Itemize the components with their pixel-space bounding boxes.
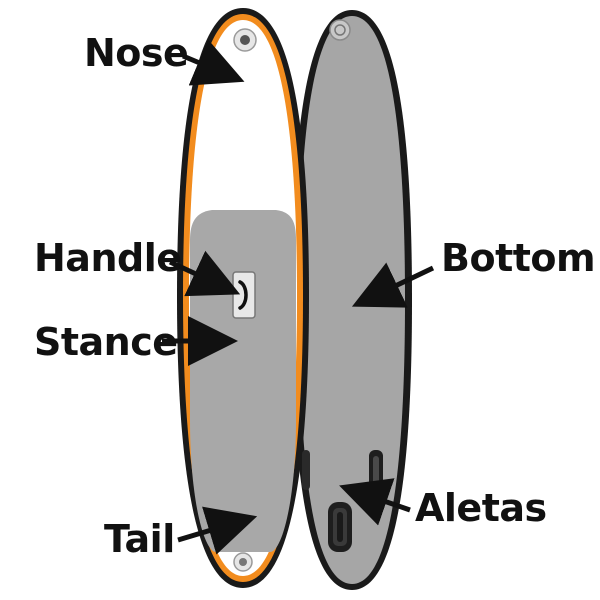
center-fin-box-icon	[328, 502, 352, 552]
fins-label: Aletas	[415, 486, 547, 530]
deck-traction-pad	[190, 210, 296, 552]
board-bottom-hull	[299, 16, 405, 584]
board-deck-view	[177, 8, 309, 588]
handle-label: Handle	[34, 236, 182, 280]
callout-arrows	[162, 39, 435, 555]
handle-arrow	[168, 250, 241, 297]
side-fin-left-icon	[302, 450, 310, 490]
tail-d-ring-icon	[233, 552, 253, 572]
deck-nose-valve-icon	[233, 28, 257, 52]
bottom-arrow	[351, 262, 435, 308]
bottom-nose-valve-icon	[329, 19, 351, 41]
side-fin-right-icon	[369, 450, 383, 490]
carry-handle-icon	[232, 271, 256, 319]
nose-arrow	[182, 39, 245, 86]
tail-arrow	[177, 506, 258, 555]
fins-arrow	[339, 478, 411, 526]
stance-label: Stance	[34, 320, 178, 364]
tail-label: Tail	[104, 517, 175, 561]
nose-label: Nose	[84, 31, 188, 75]
bottom-label: Bottom	[441, 236, 595, 280]
